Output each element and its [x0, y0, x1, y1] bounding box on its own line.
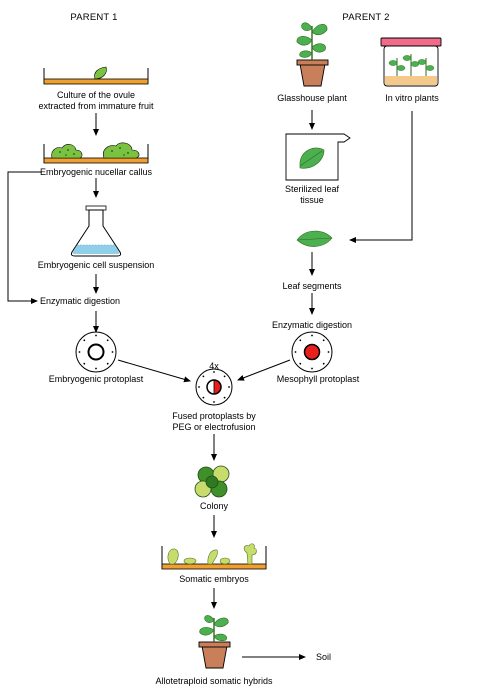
soil-label: Soil [316, 652, 332, 662]
potted-plant-icon [198, 615, 231, 669]
enzymatic-digestion-label-right: Enzymatic digestion [271, 320, 353, 330]
mesophyll-protoplast-label: Mesophyll protoplast [276, 374, 360, 384]
invitro-arrow [349, 111, 413, 243]
cell-suspension-label: Embryogenic cell suspension [37, 260, 155, 270]
magnification-label: 4x [209, 361, 219, 371]
arrow [237, 359, 291, 381]
parent-2-header: PARENT 2 [342, 12, 390, 23]
protoplast-icon [291, 331, 333, 373]
sterilized-leaf-label: Sterilized leaf [284, 184, 340, 194]
leaf-bag-icon [285, 133, 351, 181]
leaf-segments-label: Leaf segments [282, 281, 342, 291]
colony-label: Colony [199, 501, 229, 511]
protoplast-icon [75, 331, 117, 373]
fused-protoplast-icon [195, 368, 233, 406]
fused-protoplasts-label-line2: PEG or electrofusion [172, 422, 256, 432]
enzymatic-digestion-label-left: Enzymatic digestion [40, 296, 121, 306]
petri-dish-ovule-icon [43, 66, 149, 85]
parent-1-header: PARENT 1 [70, 12, 118, 23]
glasshouse-plant-label: Glasshouse plant [277, 93, 347, 103]
hybrids-label: Allotetraploid somatic hybrids [155, 676, 273, 686]
callus-label: Embryogenic nucellar callus [39, 167, 153, 177]
vitro-jar-icon [380, 37, 442, 87]
embryo-dish-icon [161, 543, 267, 570]
callus-dish-icon [43, 142, 149, 164]
colony-icon [194, 465, 230, 498]
ovule-culture-label-line2: extracted from immature fruit [38, 101, 154, 111]
ovule-culture-label: Culture of the ovule [56, 90, 136, 100]
fused-protoplasts-label: Fused protoplasts by [172, 411, 256, 421]
sterilized-leaf-label-line2: tissue [300, 195, 324, 205]
flask-icon [70, 205, 122, 257]
somatic-embryos-label: Somatic embryos [179, 574, 249, 584]
leaf-icon [296, 230, 333, 247]
embryogenic-protoplast-label: Embryogenic protoplast [48, 374, 144, 384]
arrow [117, 359, 191, 383]
bypass-arrow [7, 171, 42, 304]
potted-plant-icon [296, 22, 329, 87]
in-vitro-plants-label: In vitro plants [385, 93, 439, 103]
